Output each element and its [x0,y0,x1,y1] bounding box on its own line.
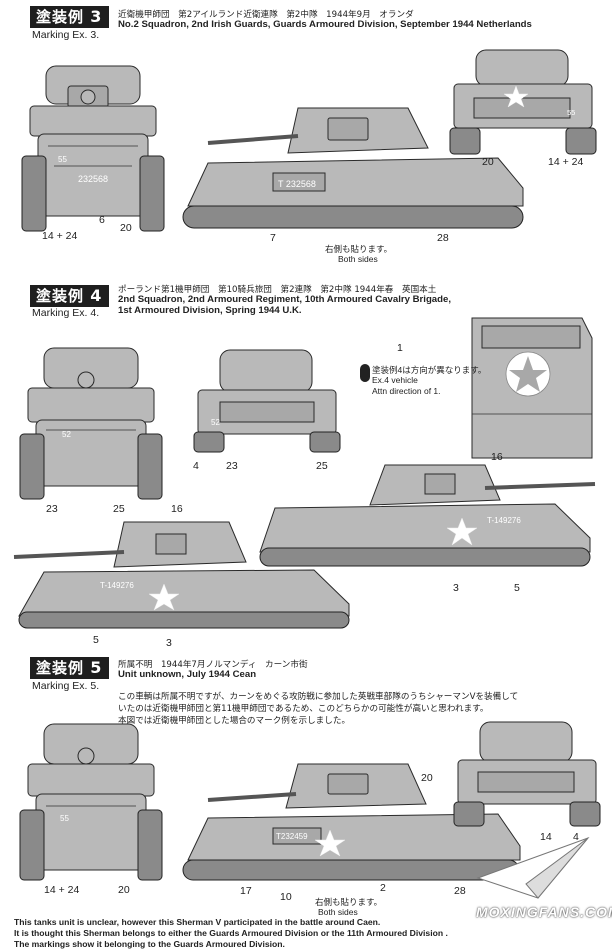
badge-text: 塗装例 [36,8,85,26]
label-5-right: 5 [514,582,520,594]
badge-text: 塗装例 [36,287,85,305]
side-serial-left: T-149276 [100,581,134,590]
badge-text: 塗装例 [36,659,85,677]
en-description-4-line2: 1st Armoured Division, Spring 1944 U.K. [118,305,302,316]
marking-badge-3: 塗装例 3 [30,6,110,28]
side-serial: T232459 [276,832,308,841]
label-23-front: 23 [46,503,58,515]
body-jp-line1: この車輌は所属不明ですが、カーンをめぐる攻防戦に参加した英戦車部隊のうちシャーマ… [118,692,519,702]
tank-side-view-4-left [13,521,350,629]
marking-badge-5: 塗装例 5 [30,657,110,679]
label-25-rear: 25 [316,460,328,472]
tank-rear-view-3 [449,49,597,155]
tank-side-view-4-right [259,464,596,567]
note-en-line2: Attn direction of 1. [372,386,441,396]
watermark-text: MOXINGFANS.COM [476,904,612,920]
note-marker-icon [360,364,370,382]
front-serial: 232568 [78,174,109,184]
rear-code-52: 52 [211,418,220,427]
note-en-line1: Ex.4 vehicle [372,375,418,385]
en-description-4-line1: 2nd Squadron, 2nd Armoured Regiment, 10t… [118,294,451,305]
tank-top-detail-4 [471,317,593,459]
marking-caption-3: Marking Ex. 3. [32,29,100,41]
jp-description-3: 近衛機甲師団 第2アイルランド近衛連隊 第2中隊 1944年9月 オランダ [118,10,414,20]
en-description-3: No.2 Squadron, 2nd Irish Guards, Guards … [118,19,532,30]
marking-badge-4: 塗装例 4 [30,285,110,307]
tank-front-view-3 [21,65,165,232]
tank-front-view-5 [19,723,163,881]
label-7: 7 [270,232,276,244]
badge-number: 5 [90,658,103,677]
label-20-front: 20 [120,222,132,234]
label-14-24-front: 14 + 24 [42,230,78,242]
jp-description-5: 所属不明 1944年7月ノルマンディ カーン市街 [118,660,308,670]
both-sides-en: Both sides [338,254,378,264]
marking-caption-4: Marking Ex. 4. [32,307,100,319]
label-3-left: 3 [166,637,172,649]
label-3-right: 3 [453,582,459,594]
label-14-24-rear: 14 + 24 [548,156,584,168]
jp-description-4: ポーランド第1機甲師団 第10騎兵旅団 第2連隊 第2中隊 1944年春 英国本… [118,285,437,295]
label-20-front: 20 [118,884,130,896]
badge-number: 3 [90,7,103,26]
side-serial: T 232568 [278,179,316,189]
rear-number-55: 55 [567,108,576,117]
label-6: 6 [99,214,105,226]
label-4-rear: 4 [573,831,579,843]
label-28: 28 [454,885,466,897]
footer-line2: It is thought this Sherman belongs to ei… [14,928,448,938]
note-jp: 塗装例4は方向が異なります。 [372,365,487,375]
label-4: 4 [193,460,199,472]
label-1: 1 [397,342,403,354]
tank-front-view-4 [19,347,163,500]
marking-caption-5: Marking Ex. 5. [32,680,100,692]
badge-number: 4 [90,286,103,305]
label-16-left: 16 [171,503,183,515]
footer-line3: The markings show it belonging to the Gu… [14,939,285,949]
label-5-left: 5 [93,634,99,646]
tank-rear-view-4 [193,349,341,453]
label-20-rear: 20 [482,156,494,168]
body-jp-line2: いたのは近衛機甲師団と第11機甲師団であるため、このどちらかの可能性が高いと思わ… [118,704,489,714]
label-10: 10 [280,891,292,903]
both-sides-en: Both sides [318,907,358,917]
side-serial-right: T-149276 [487,516,521,525]
body-jp-line3: 本図では近衛機甲師団とした場合のマーク例を示しました。 [118,716,351,726]
front-number-55: 55 [60,814,69,823]
label-20-rear: 20 [421,772,433,784]
tank-rear-view-5 [453,721,601,827]
footer-line1: This tanks unit is unclear, however this… [14,917,381,927]
label-25-front: 25 [113,503,125,515]
label-28: 28 [437,232,449,244]
label-23-rear: 23 [226,460,238,472]
label-16-right: 16 [491,451,503,463]
front-number-55: 55 [58,155,67,164]
tank-side-view-5 [182,763,521,881]
label-14-24-front: 14 + 24 [44,884,80,896]
both-sides-jp: 右側も貼ります。 [315,897,383,907]
en-description-5: Unit unknown, July 1944 Cean [118,669,257,680]
label-17: 17 [240,885,252,897]
tank-side-view-3 [182,107,524,229]
label-14-rear: 14 [540,831,552,843]
paper-plane-logo-icon [476,836,590,899]
label-2: 2 [380,882,386,894]
front-number-52: 52 [62,430,71,439]
both-sides-jp: 右側も貼ります。 [325,244,393,254]
